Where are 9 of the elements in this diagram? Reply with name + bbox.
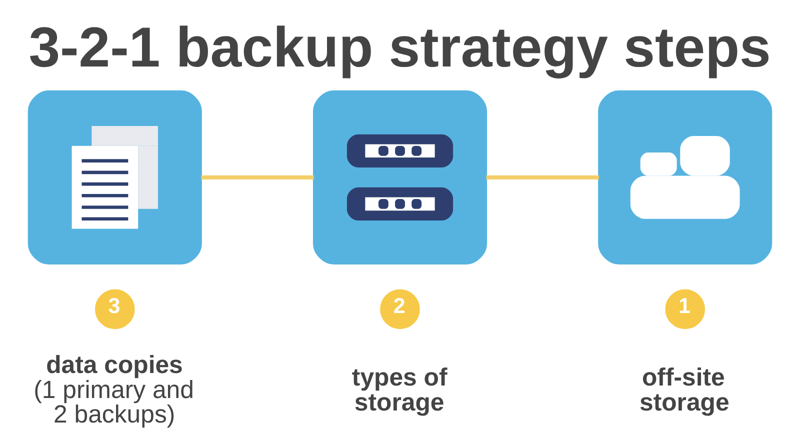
connector (486, 174, 599, 179)
connector (201, 174, 314, 179)
diagram-title: 3-2-1 backup strategy steps (28, 15, 771, 78)
node-circle: 1 (665, 288, 705, 329)
node-label: data copies (46, 350, 183, 379)
node-label: types of storage (352, 362, 448, 416)
node-circle: 3 (95, 288, 135, 329)
node-label: off-site storage (640, 362, 730, 416)
node-circle: 2 (380, 288, 420, 329)
